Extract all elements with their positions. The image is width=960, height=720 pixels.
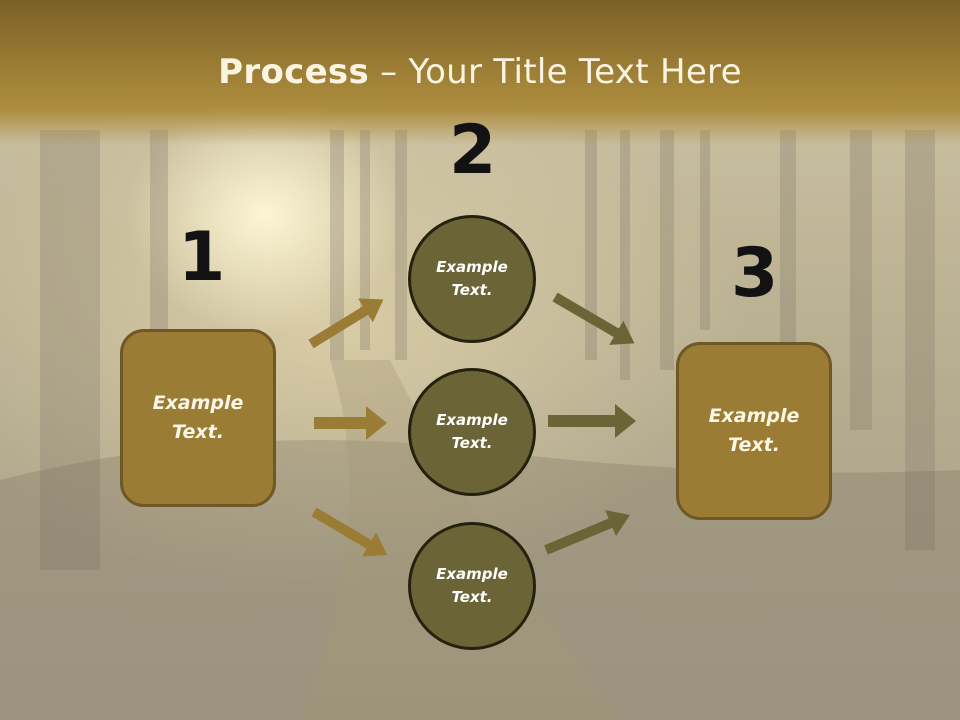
- step-1-box: Example Text.: [120, 329, 276, 507]
- step-2-circle-top: Example Text.: [408, 215, 536, 343]
- circle-top-label: Example Text.: [436, 258, 508, 299]
- step-2-circle-bottom: Example Text.: [408, 522, 536, 650]
- circle-bottom-label: Example Text.: [436, 565, 508, 606]
- step-number-1: 1: [178, 218, 226, 297]
- step-3-label: Example Text.: [708, 405, 800, 456]
- step-3-box: Example Text.: [676, 342, 832, 520]
- title-bar: [0, 0, 960, 145]
- title-bold: Process: [218, 52, 370, 92]
- circle-middle-label: Example Text.: [436, 411, 508, 452]
- step-number-2: 2: [449, 111, 497, 190]
- slide-title: Process – Your Title Text Here: [0, 52, 960, 92]
- step-number-3: 3: [731, 234, 779, 313]
- step-2-circle-middle: Example Text.: [408, 368, 536, 496]
- step-1-label: Example Text.: [152, 392, 244, 443]
- title-rest: – Your Title Text Here: [369, 52, 742, 92]
